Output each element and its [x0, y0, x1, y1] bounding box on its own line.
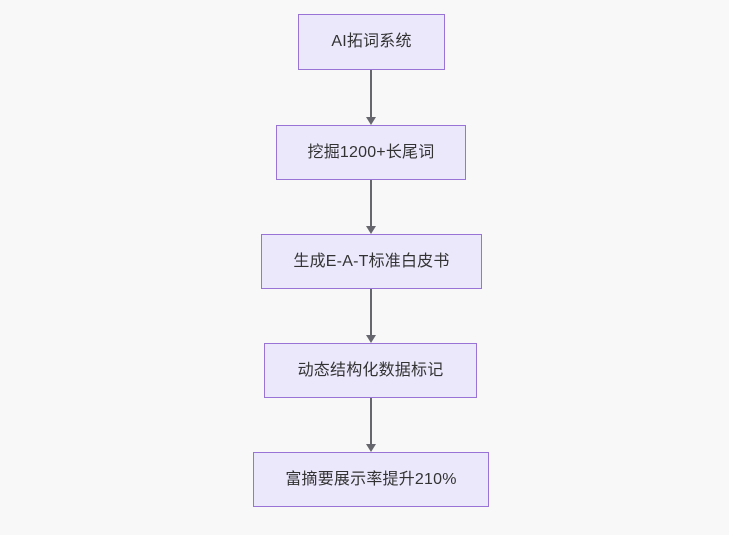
flow-node-label: 动态结构化数据标记 — [297, 361, 444, 379]
flow-node-label: 生成E-A-T标准白皮书 — [293, 252, 450, 270]
arrow-down-icon — [366, 226, 376, 234]
flow-node-ai-keyword-system[interactable]: AI拓词系统 — [298, 14, 445, 70]
flow-node-mine-longtail-keywords[interactable]: 挖掘1200+长尾词 — [276, 125, 466, 180]
flow-node-rich-snippet-impression-uplift[interactable]: 富摘要展示率提升210% — [253, 452, 489, 507]
arrow-down-icon — [366, 444, 376, 452]
edge-line — [370, 70, 372, 117]
flow-node-label: AI拓词系统 — [331, 33, 412, 51]
arrow-down-icon — [366, 335, 376, 343]
flow-node-label: 富摘要展示率提升210% — [285, 470, 457, 488]
flow-node-generate-eat-whitepaper[interactable]: 生成E-A-T标准白皮书 — [261, 234, 482, 289]
arrow-down-icon — [366, 117, 376, 125]
edge-line — [370, 289, 372, 335]
edge-line — [370, 180, 372, 226]
flow-node-dynamic-structured-data-markup[interactable]: 动态结构化数据标记 — [264, 343, 477, 398]
edge-line — [370, 398, 372, 444]
flow-node-label: 挖掘1200+长尾词 — [307, 143, 435, 161]
